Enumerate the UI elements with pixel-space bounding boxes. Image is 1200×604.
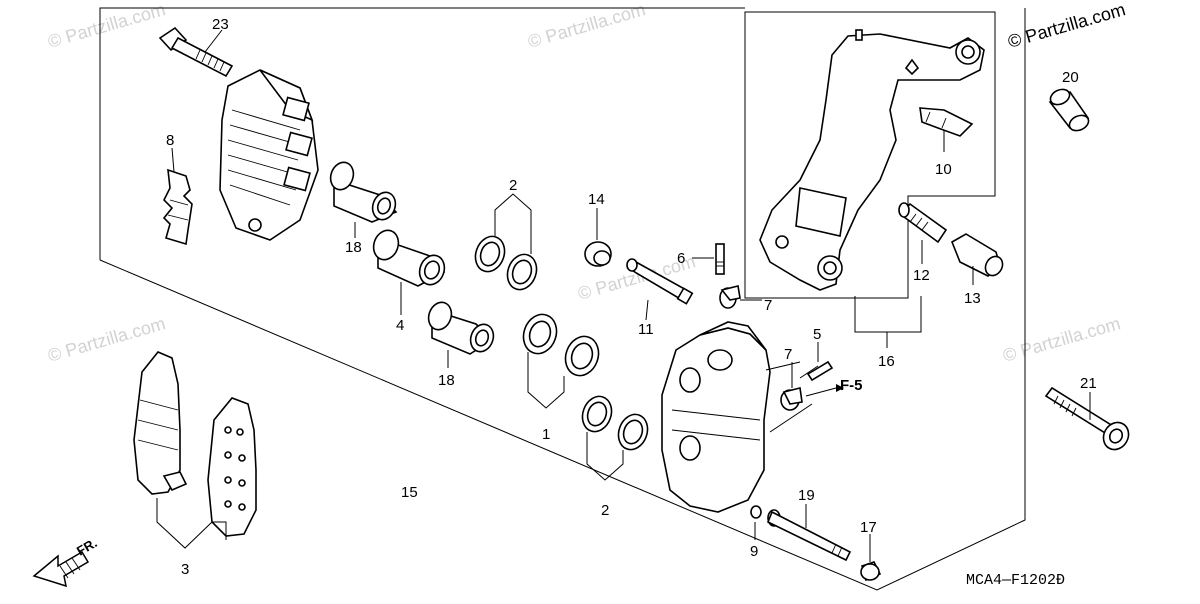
callout-23: 23 (212, 16, 229, 33)
callout-14: 14 (588, 191, 605, 208)
callout-2-bottom: 2 (601, 502, 609, 519)
pad-spring-part-8 (162, 147, 193, 246)
copyright-notice: © Partzilla.com (1006, 0, 1128, 52)
callout-21: 21 (1080, 375, 1097, 392)
callout-labels: 23 8 18 4 18 2 1 2 14 6 7 11 5 7 F-5 15 … (166, 16, 1097, 578)
slide-pin-part-12 (898, 202, 948, 264)
caliper-bracket-part-16 (759, 29, 985, 348)
seal-pair-part-2-top (474, 193, 538, 291)
bleeder-cap-part-7-mid (780, 362, 803, 411)
seal-pair-part-1 (522, 313, 600, 409)
bleeder-cap-part-7-top (719, 285, 762, 309)
callout-1: 1 (542, 426, 550, 443)
piston-part-18-upper (329, 161, 398, 238)
callout-18-upper: 18 (345, 239, 362, 256)
pad-pin-part-11 (626, 258, 694, 321)
retainer-clip-part-10 (919, 107, 974, 152)
caliper-body-part-15 (219, 69, 319, 241)
bleeder-part-5 (799, 342, 834, 382)
callout-6: 6 (677, 250, 685, 267)
callout-7-top: 7 (764, 297, 772, 314)
callout-12: 12 (913, 267, 930, 284)
washer-part-9 (750, 505, 762, 540)
diagram-code: MCA4—F1202Ð (966, 572, 1065, 589)
callout-11: 11 (638, 321, 654, 338)
caliper-body-part-15-right (661, 321, 801, 513)
callout-9: 9 (750, 543, 758, 560)
cap-nut-part-17 (860, 534, 882, 582)
callout-8: 8 (166, 132, 174, 149)
callout-10: 10 (935, 161, 952, 178)
callout-18-lower: 18 (438, 372, 455, 389)
callout-16: 16 (878, 353, 895, 370)
pin-bolt-part-19 (766, 504, 852, 562)
watermark: © Partzilla.com (1001, 313, 1123, 366)
callout-4: 4 (396, 317, 404, 334)
bolt-part-23 (158, 26, 234, 78)
callout-2-top: 2 (509, 177, 517, 194)
callout-3: 3 (181, 561, 189, 578)
callout-15: 15 (401, 484, 418, 501)
assembly-frame (99, 7, 745, 260)
callout-17: 17 (860, 519, 877, 536)
front-direction-marker: FR. (32, 535, 100, 588)
piston-part-4 (372, 229, 446, 315)
watermark: © Partzilla.com (46, 313, 168, 366)
brake-pad-set-part-3 (133, 351, 257, 549)
piston-part-18-lower (427, 301, 495, 368)
collar-part-20 (1048, 88, 1090, 132)
callout-19: 19 (798, 487, 815, 504)
dust-cap-part-14 (584, 208, 612, 267)
boot-part-13 (950, 233, 1004, 285)
assembly-frame (99, 8, 1026, 591)
callout-7-mid: 7 (784, 346, 792, 363)
bolt-part-21 (1044, 386, 1130, 451)
reference-f5: F-5 (840, 377, 863, 394)
bleeder-screw-part-6 (692, 243, 725, 275)
callout-5: 5 (813, 326, 821, 343)
f5-reference-arrows (769, 384, 844, 433)
seal-pair-part-2-bottom (581, 395, 649, 481)
bracket-frame (744, 11, 996, 299)
callout-13: 13 (964, 290, 981, 307)
callout-20: 20 (1062, 69, 1079, 86)
